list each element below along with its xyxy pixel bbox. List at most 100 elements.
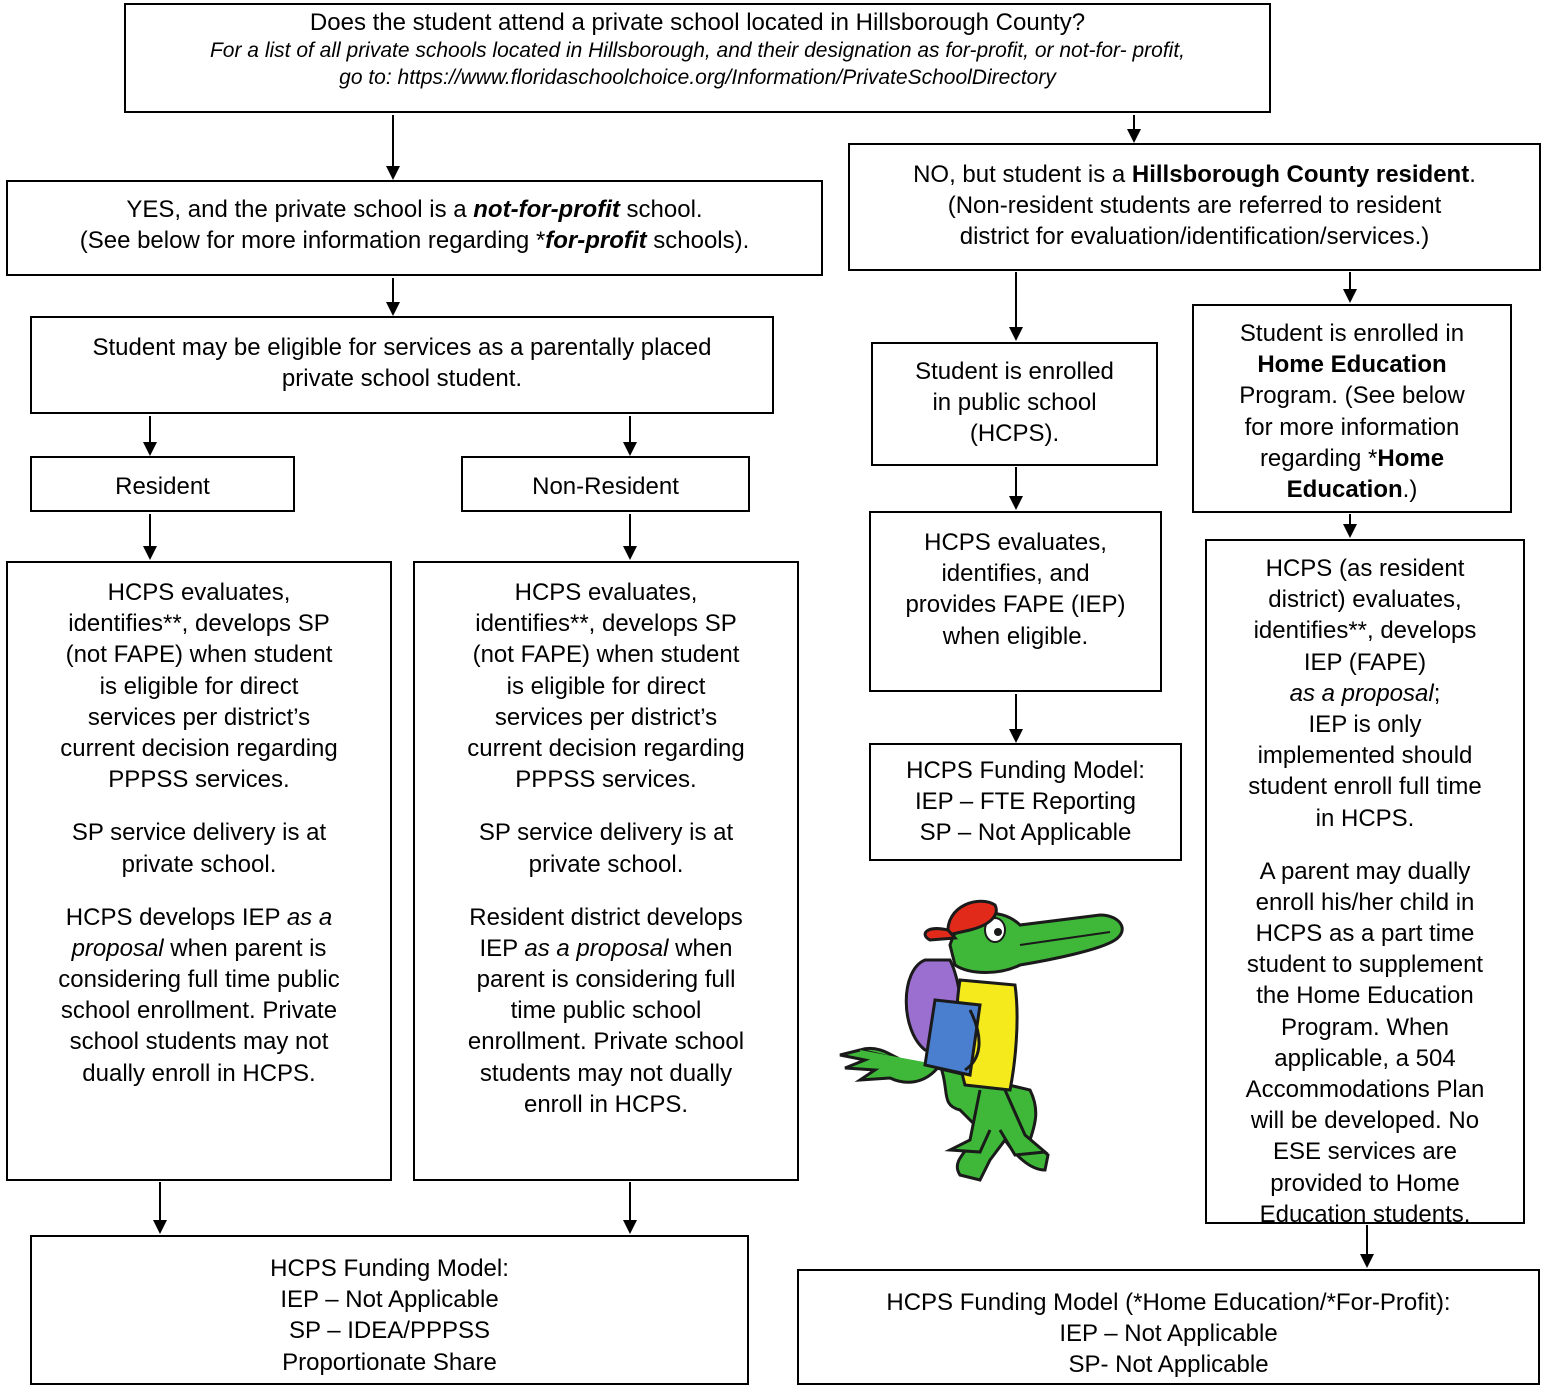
top-question: Does the student attend a private school… [309, 9, 1086, 36]
nonresident-label: Non-Resident [532, 473, 679, 500]
public-eval-line: identifies, and [941, 560, 1090, 588]
resident-detail-line: (not FAPE) when student [65, 641, 333, 669]
public-eval-line: HCPS evaluates, [924, 529, 1107, 556]
home-detail-line: the Home Education [1256, 982, 1474, 1010]
home-detail-line: Program. When [1280, 1013, 1450, 1041]
nonresident-detail-line: students may not dually [479, 1059, 733, 1087]
home-detail-line: enroll his/her child in [1255, 888, 1475, 916]
resident-detail-line: identifies**, develops SP [68, 610, 330, 638]
yes-branch-box: YES, and the private school is a not-for… [6, 180, 823, 276]
resident-detail-line: SP service delivery is at [71, 819, 327, 847]
no-line2: (Non-resident students are referred to r… [947, 192, 1442, 220]
public-enrolled-box: Student is enrolled in public school (HCPS… [871, 342, 1158, 466]
home-detail-proposal: as a proposal; [1289, 679, 1441, 707]
resident-detail-line: private school. [121, 850, 277, 878]
resident-label: Resident [115, 473, 210, 500]
nonresident-detail-para1: HCPS evaluates, identifies**, develops SP… [415, 577, 797, 795]
public-eval-line: provides FAPE (IEP) [905, 591, 1126, 619]
home-detail-line: A parent may dually [1259, 857, 1471, 885]
public-eval-box: HCPS evaluates, identifies, and provides F… [869, 511, 1162, 692]
private-funding-line: HCPS Funding Model: [270, 1255, 509, 1282]
yes-line2: (See below for more information regardin… [79, 227, 750, 255]
home-detail-line: provided to Home [1270, 1169, 1460, 1197]
home-detail-line: student enroll full time [1248, 773, 1482, 801]
nonresident-detail-line: current decision regarding [467, 734, 745, 762]
public-eval-line: when eligible. [942, 622, 1089, 650]
resident-detail-para1: HCPS evaluates, identifies**, develops SP… [8, 577, 390, 795]
nonresident-detail-line: time public school [510, 997, 702, 1025]
resident-detail-box: HCPS evaluates, identifies**, develops SP… [6, 561, 392, 1181]
top-question-box: Does the student attend a private school… [124, 3, 1271, 113]
private-funding-line: Proportionate Share [282, 1348, 497, 1376]
nonresident-detail-line: SP service delivery is at [478, 819, 734, 847]
resident-detail-line: PPPSS services. [108, 766, 290, 794]
home-detail-line: identifies**, develops [1253, 617, 1477, 645]
nonresident-detail-line: parent is considering full [476, 966, 736, 994]
public-enrolled-line: (HCPS). [969, 420, 1060, 448]
home-enrolled-box: Student is enrolled in Home Education Pr… [1192, 304, 1512, 513]
no-line3: district for evaluation/identification/s… [959, 223, 1430, 251]
home-detail-line: student to supplement [1246, 951, 1484, 979]
resident-detail-line: dually enroll in HCPS. [82, 1059, 316, 1087]
resident-detail-line: services per district’s [87, 703, 311, 731]
nonresident-detail-line: is eligible for direct [506, 672, 706, 700]
resident-detail-para2: SP service delivery is at private school. [8, 817, 390, 879]
resident-detail-line: considering full time public [58, 966, 340, 994]
public-enrolled-line: Student is enrolled [915, 358, 1114, 385]
home-detail-line: IEP is only [1308, 710, 1422, 738]
private-funding-line: SP – IDEA/PPPSS [289, 1317, 490, 1345]
nonresident-detail-line: private school. [528, 850, 684, 878]
eligible-line2: private school student. [281, 365, 523, 393]
home-detail-box: HCPS (as resident district) evaluates, ide… [1205, 539, 1525, 1228]
nonresident-detail-line: services per district’s [494, 703, 718, 731]
resident-label-box: Resident [30, 456, 295, 512]
home-detail-line: applicable, a 504 [1274, 1044, 1456, 1072]
home-detail-line: ESE services are [1272, 1138, 1458, 1166]
home-line6: Education.) [1286, 475, 1418, 503]
nonresident-detail-para2: SP service delivery is at private school. [415, 817, 797, 879]
home-line3: Program. (See below [1239, 382, 1465, 410]
nonresident-detail-line: identifies**, develops SP [475, 610, 737, 638]
nonresident-detail-line: enrollment. Private school [467, 1028, 745, 1056]
no-branch-box: NO, but student is a Hillsborough County… [848, 143, 1541, 271]
home-line2: Home Education [1257, 351, 1447, 379]
home-detail-line: district) evaluates, [1268, 586, 1462, 614]
nonresident-label-box: Non-Resident [461, 456, 750, 512]
nonresident-detail-box: HCPS evaluates, identifies**, develops SP… [413, 561, 799, 1181]
home-funding-line: SP- Not Applicable [1068, 1351, 1269, 1379]
no-line1: NO, but student is a Hillsborough County… [913, 161, 1476, 188]
top-note-line1: For a list of all private schools locate… [209, 39, 1186, 63]
home-detail-line: in HCPS. [1315, 804, 1415, 832]
eligible-box: Student may be eligible for services as … [30, 316, 774, 414]
yes-line1: YES, and the private school is a not-for… [126, 196, 703, 223]
resident-p3-line1: HCPS develops IEP as a [65, 903, 333, 931]
nonresident-detail-line: PPPSS services. [515, 766, 697, 794]
home-line1: Student is enrolled in [1239, 320, 1465, 347]
nonresident-detail-line: HCPS evaluates, [514, 579, 698, 606]
home-funding-line: IEP – Not Applicable [1059, 1320, 1278, 1348]
home-detail-line: HCPS (as resident [1265, 555, 1465, 582]
resident-detail-line: current decision regarding [60, 734, 338, 762]
nonresident-detail-line: enroll in HCPS. [523, 1090, 689, 1118]
private-funding-line: IEP – Not Applicable [280, 1286, 499, 1314]
resident-detail-para3: HCPS develops IEP as a proposal when par… [8, 902, 390, 1089]
home-detail-line: Education students. [1259, 1200, 1471, 1228]
home-detail-line: will be developed. No [1250, 1107, 1480, 1135]
home-line4: for more information [1244, 413, 1460, 441]
resident-detail-line: school enrollment. Private [60, 997, 338, 1025]
public-funding-line: HCPS Funding Model: [906, 757, 1145, 784]
alligator-mascot-icon [839, 899, 1124, 1182]
public-enrolled-line: in public school [932, 389, 1097, 417]
resident-detail-line: school students may not [69, 1028, 329, 1056]
nonresident-p3-line2: IEP as a proposal when [479, 934, 733, 962]
public-funding-line: IEP – FTE Reporting [915, 788, 1136, 816]
home-funding-line: HCPS Funding Model (*Home Education/*For… [886, 1289, 1451, 1316]
nonresident-p3-line1: Resident district develops [469, 903, 743, 931]
nonresident-detail-line: (not FAPE) when student [472, 641, 740, 669]
resident-p3-line2: proposal when parent is [71, 934, 327, 962]
resident-detail-line: HCPS evaluates, [107, 579, 291, 606]
nonresident-detail-para3: Resident district develops IEP as a prop… [415, 902, 797, 1120]
